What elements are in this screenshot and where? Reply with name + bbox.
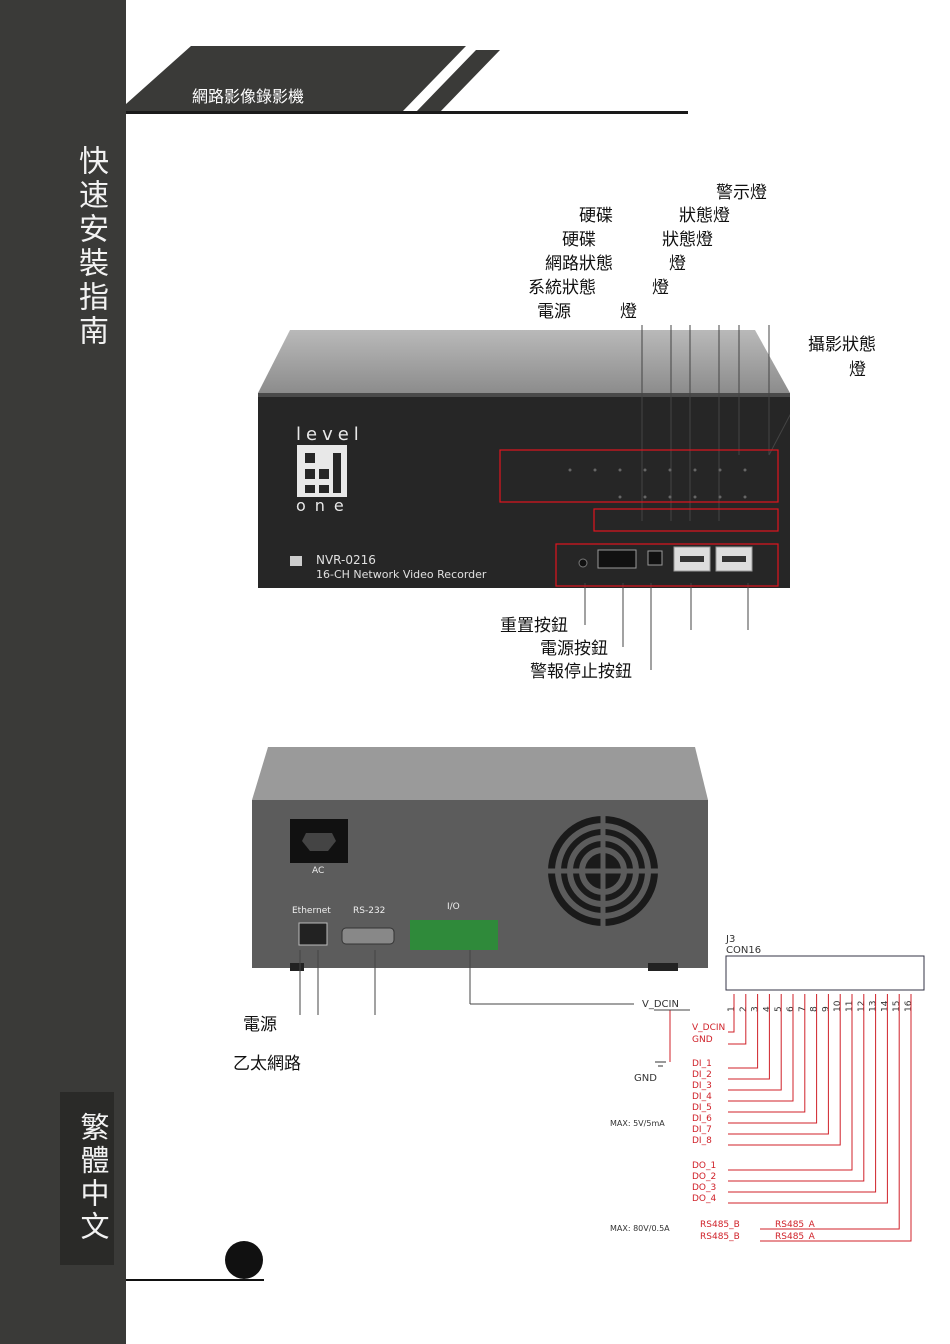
schematic-pin-4: 4 xyxy=(762,1006,772,1012)
schematic-pin-3: 3 xyxy=(751,1006,761,1012)
schematic-vdcin: V_DCIN xyxy=(642,999,679,1010)
schematic-wire-8 xyxy=(728,994,818,1124)
sidebar-language: 繁體中文 xyxy=(76,1112,110,1244)
port-rs232: RS-232 xyxy=(353,906,386,916)
brand-level: level xyxy=(296,424,364,445)
label-rear-ethernet: 乙太網路 xyxy=(233,1054,301,1074)
schematic-wire-2 xyxy=(728,994,747,1045)
schematic-pin-1: 1 xyxy=(727,1006,737,1012)
schematic-wire-10 xyxy=(728,994,841,1146)
schematic-signal-8: DI_7 xyxy=(692,1125,712,1135)
model-name: NVR-0216 xyxy=(316,553,376,567)
note-do: MAX: 80V/0.5A xyxy=(610,1224,670,1233)
footer-rule xyxy=(126,1279,264,1281)
schematic-pin-6: 6 xyxy=(786,1006,796,1012)
note-di: MAX: 5V/5mA xyxy=(610,1119,665,1128)
label-power-led-a: 電源 xyxy=(537,302,571,322)
port-ethernet: Ethernet xyxy=(292,906,331,916)
schematic-pin-16: 16 xyxy=(904,1000,914,1012)
label-system-led-b: 燈 xyxy=(652,278,669,298)
label-network-led-b: 燈 xyxy=(669,254,686,274)
schematic-wire-15 xyxy=(760,994,900,1230)
schematic-signal-13: DO_4 xyxy=(692,1194,717,1204)
schematic-wire-4 xyxy=(728,994,770,1080)
schematic-pin-10: 10 xyxy=(833,1000,843,1012)
schematic-wire-13 xyxy=(728,994,877,1193)
schematic-pin-2: 2 xyxy=(739,1006,749,1012)
schematic-pin-14: 14 xyxy=(880,1000,890,1012)
header-banner xyxy=(126,46,500,112)
header-title: 網路影像錄影機 xyxy=(192,87,305,106)
schematic-wire-14 xyxy=(728,994,888,1204)
schematic-wire-12 xyxy=(728,994,865,1182)
schematic-wire-5 xyxy=(728,994,782,1091)
schematic-wire-16 xyxy=(760,994,912,1242)
schematic-wire-11 xyxy=(728,994,853,1171)
schematic-signal-4: DI_3 xyxy=(692,1081,712,1091)
schematic-wire-3 xyxy=(728,994,759,1069)
label-power-button: 電源按鈕 xyxy=(540,639,608,659)
schematic-gnd: GND xyxy=(634,1073,657,1084)
schematic-pin-11: 11 xyxy=(845,1001,855,1012)
brand-one: one xyxy=(296,496,353,515)
label-camera-led-b: 燈 xyxy=(849,360,866,380)
schematic-signal-9: DI_8 xyxy=(692,1136,712,1146)
label-reset-button: 重置按鈕 xyxy=(500,616,568,636)
label-alarm-stop-button: 警報停止按鈕 xyxy=(530,662,632,682)
schematic-pin-12: 12 xyxy=(857,1001,867,1012)
label-hdd-led-1-a: 硬碟 xyxy=(579,206,613,226)
schematic-signal-10: DO_1 xyxy=(692,1161,716,1171)
rear-panel-photo xyxy=(252,747,708,1015)
port-ac: AC xyxy=(312,866,325,876)
language-tab xyxy=(60,1092,114,1265)
schematic-part: CON16 xyxy=(726,945,761,956)
schematic-signal-7: DI_6 xyxy=(692,1114,712,1124)
sidebar-guide-title: 快速安裝指南 xyxy=(73,145,108,349)
schematic-pin-15: 15 xyxy=(892,1001,902,1012)
label-hdd-led-2-b: 狀態燈 xyxy=(662,230,713,250)
label-warning-led: 警示燈 xyxy=(716,183,767,203)
schematic-signal-12: DO_3 xyxy=(692,1183,716,1193)
front-panel-photo xyxy=(258,325,790,670)
schematic-signal-6: DI_5 xyxy=(692,1103,712,1113)
label-camera-led-a: 攝影狀態 xyxy=(808,335,876,355)
label-hdd-led-1-b: 狀態燈 xyxy=(679,206,730,226)
label-network-led-a: 網路狀態 xyxy=(545,254,613,274)
schematic-signal-2: DI_1 xyxy=(692,1059,712,1069)
label-rear-power: 電源 xyxy=(243,1015,277,1035)
header-rule xyxy=(126,111,688,114)
schematic-ref: J3 xyxy=(725,934,735,945)
port-io: I/O xyxy=(447,902,460,912)
schematic-pin-5: 5 xyxy=(774,1006,784,1012)
label-power-led-b: 燈 xyxy=(620,302,637,322)
schematic-signal-17: RS485_B xyxy=(700,1232,740,1242)
schematic-signal-16: RS485_A xyxy=(775,1232,816,1242)
schematic-signal-3: DI_2 xyxy=(692,1070,712,1080)
schematic-signal-1: GND xyxy=(692,1035,713,1045)
schematic-signal-14: RS485_A xyxy=(775,1220,816,1230)
schematic-pin-8: 8 xyxy=(810,1006,820,1012)
schematic-pin-13: 13 xyxy=(869,1001,879,1012)
schematic-pin-7: 7 xyxy=(798,1006,808,1012)
schematic-wire-1 xyxy=(728,994,735,1033)
schematic-wire-6 xyxy=(728,994,794,1102)
schematic-wire-7 xyxy=(728,994,806,1113)
schematic-signal-11: DO_2 xyxy=(692,1172,716,1182)
schematic-signal-5: DI_4 xyxy=(692,1092,712,1102)
schematic-wire-9 xyxy=(728,994,829,1135)
label-system-led-a: 系統狀態 xyxy=(528,278,596,298)
schematic-signal-15: RS485_B xyxy=(700,1220,740,1230)
schematic-signal-0: V_DCIN xyxy=(692,1023,725,1033)
label-hdd-led-2-a: 硬碟 xyxy=(562,230,596,250)
schematic-pin-9: 9 xyxy=(821,1006,831,1012)
page-number-dot xyxy=(225,1241,263,1279)
model-desc: 16-CH Network Video Recorder xyxy=(316,568,487,581)
